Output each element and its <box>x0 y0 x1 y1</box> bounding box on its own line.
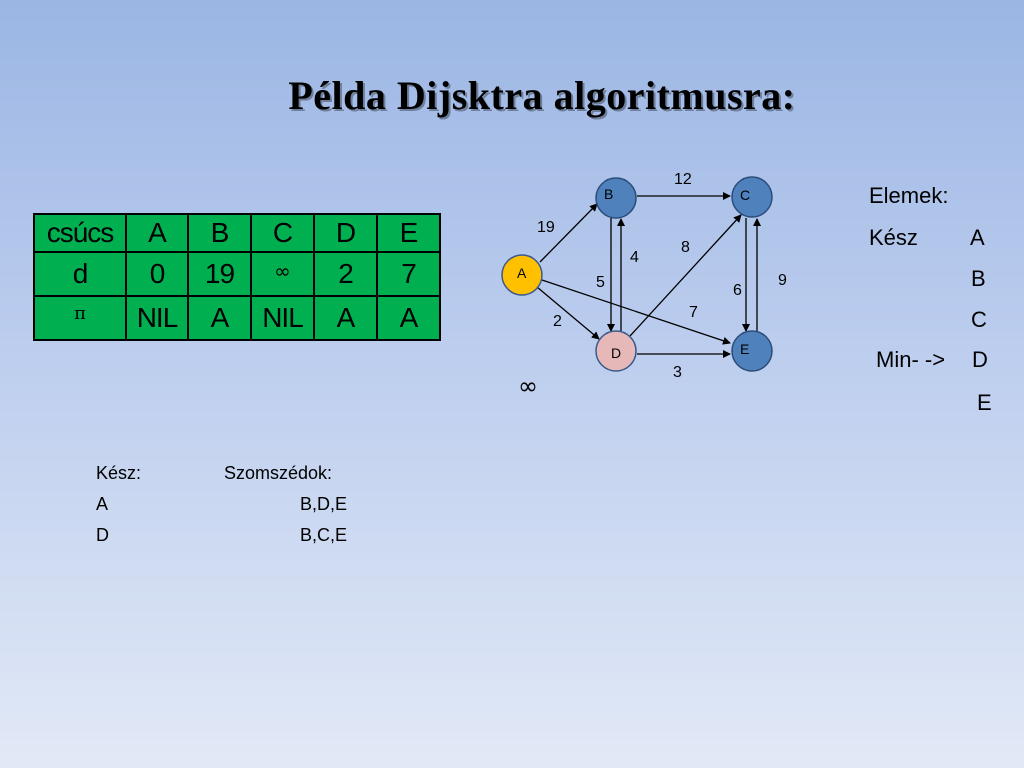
table-cell: A <box>187 295 252 341</box>
node-label: E <box>740 341 749 357</box>
elemek-item: B <box>971 266 986 291</box>
edge-weight-b-c: 12 <box>674 171 692 188</box>
edge-a-e <box>541 279 731 345</box>
graph-node-d: D <box>595 330 637 372</box>
node-label: D <box>611 345 621 361</box>
graph-node-a: A <box>501 254 543 296</box>
edge-weight-a-e: 7 <box>689 304 698 321</box>
graph-node-e: E <box>731 330 773 372</box>
node-label: C <box>740 187 750 203</box>
graph-node-b: B <box>595 177 637 219</box>
edge-weight-d-e: 3 <box>673 364 682 381</box>
status-done-header: Kész: <box>96 463 142 483</box>
status-neighbors-item: B,D,E <box>300 494 348 514</box>
table-cell: B <box>187 213 252 253</box>
node-label: B <box>604 186 613 202</box>
status-neighbors-item: B,C,E <box>300 525 348 545</box>
edge-weight-b-d: 5 <box>596 274 605 291</box>
kesz-label: Kész <box>869 225 918 250</box>
infinity-mark: ∞ <box>518 372 538 400</box>
edge-weight-c-e: 6 <box>733 282 742 299</box>
table-cell: 19 <box>187 251 252 297</box>
elemek-item: C <box>971 307 987 332</box>
table-cell: 2 <box>313 251 378 297</box>
table-cell: π <box>33 295 127 341</box>
status-done-item: D <box>96 525 109 545</box>
elemek-item: E <box>977 390 992 415</box>
table-cell: D <box>313 213 378 253</box>
table-cell: A <box>376 295 441 341</box>
table-cell: 0 <box>125 251 189 297</box>
edge-weight-d-c: 8 <box>681 239 690 256</box>
status-done-item: A <box>96 494 109 514</box>
table-cell: NIL <box>125 295 189 341</box>
elemek-item: A <box>970 225 985 250</box>
elemek-heading: Elemek: <box>869 183 949 208</box>
edge-weight-e-c: 9 <box>778 272 787 289</box>
table-row: d 0 19 ∞ 2 7 <box>33 251 441 297</box>
table-cell: E <box>376 213 441 253</box>
edge-weight-d-b: 4 <box>630 249 639 266</box>
edge-a-b <box>539 203 598 263</box>
table-cell: ∞ <box>250 251 315 297</box>
edge-a-d <box>536 286 600 340</box>
elemek-item: D <box>972 347 988 372</box>
table-cell: 7 <box>376 251 441 297</box>
table-cell: C <box>250 213 315 253</box>
table-cell: csúcs <box>33 213 127 253</box>
status-neighbors-header: Szomszédok: <box>224 463 333 483</box>
graph-node-c: C <box>731 176 773 218</box>
table-cell: d <box>33 251 127 297</box>
table-cell: A <box>125 213 189 253</box>
min-label: Min- -> <box>876 347 946 372</box>
edge-weight-a-d: 2 <box>553 313 562 330</box>
table-row: csúcs A B C D E <box>33 213 441 253</box>
distance-table: csúcs A B C D E d 0 19 ∞ 2 7 π NIL A NIL… <box>33 213 441 341</box>
page-title: Példa Dijsktra algoritmusra: <box>288 73 796 118</box>
table-cell: NIL <box>250 295 315 341</box>
edge-weight-a-b: 19 <box>537 219 555 236</box>
edge-d-c <box>629 214 742 337</box>
table-cell: A <box>313 295 378 341</box>
node-label: A <box>517 265 527 281</box>
table-row: π NIL A NIL A A <box>33 295 441 341</box>
